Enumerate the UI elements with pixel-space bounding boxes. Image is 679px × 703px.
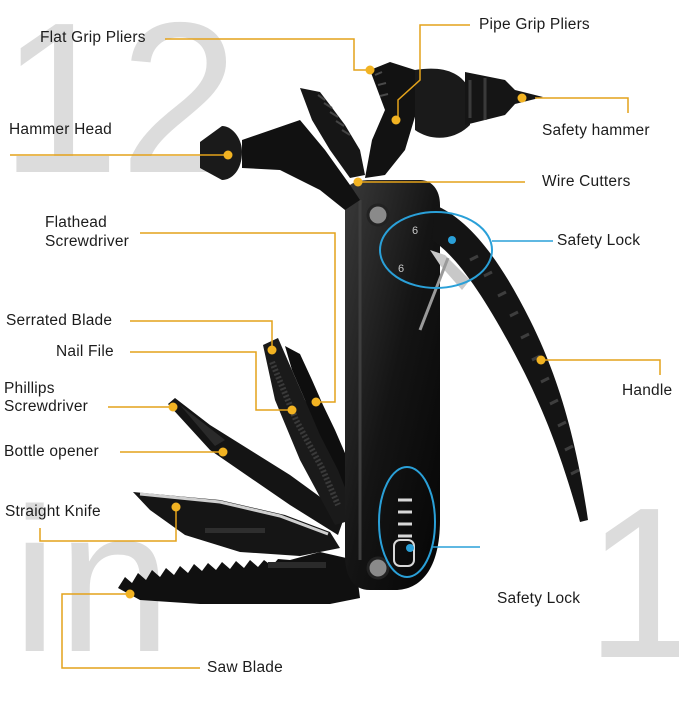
label-pipe-grip-pliers: Pipe Grip Pliers	[479, 16, 590, 33]
leader-lines	[10, 24, 661, 669]
hammer-head-shape	[200, 62, 543, 210]
leader-pipe-grip-pliers	[397, 24, 470, 120]
leader-safety-hammer	[535, 97, 629, 113]
pliers-handle-shape	[418, 205, 588, 522]
label-safety-lock-bottom: Safety Lock	[497, 590, 581, 607]
dot-straight-knife	[171, 502, 181, 512]
straight-knife-shape	[133, 492, 340, 556]
nail-file-shape	[263, 338, 352, 525]
dot-bottle-opener	[218, 447, 228, 457]
main-handle-shape: 6 6	[345, 180, 440, 590]
dot-serrated-blade	[267, 345, 277, 355]
phillips-bottle-opener-shape	[168, 398, 345, 535]
leader-serrated-blade	[130, 320, 273, 348]
label-flat-grip-pliers: Flat Grip Pliers	[40, 29, 146, 46]
dot-hammer-head	[223, 150, 233, 160]
dot-handle	[536, 355, 546, 365]
label-bottle-opener: Bottle opener	[4, 443, 99, 460]
label-hammer-head: Hammer Head	[9, 121, 112, 138]
dot-phillips	[168, 402, 178, 412]
dot-flathead	[311, 397, 321, 407]
label-flathead-line1: Flathead	[45, 214, 107, 231]
label-straight-knife: Straight Knife	[5, 503, 101, 520]
label-saw-blade: Saw Blade	[207, 659, 283, 676]
leader-nail-file	[130, 351, 292, 411]
leader-flathead	[140, 232, 336, 403]
dot-saw-blade	[125, 589, 135, 599]
background-number-12: 12	[0, 0, 240, 218]
label-nail-file: Nail File	[56, 343, 114, 360]
label-phillips-line2: Screwdriver	[4, 398, 89, 415]
dot-safety-hammer	[517, 93, 527, 103]
saw-blade-shape	[118, 552, 360, 604]
leader-handle	[540, 359, 661, 375]
svg-text:6: 6	[412, 225, 418, 237]
label-safety-lock-top: Safety Lock	[557, 232, 641, 249]
label-flathead-line2: Screwdriver	[45, 233, 130, 250]
dot-pipe-grip-pliers	[391, 115, 401, 125]
leader-straight-knife	[39, 507, 177, 542]
background-number-1: 1	[585, 462, 679, 703]
svg-text:6: 6	[398, 263, 404, 275]
label-handle: Handle	[622, 382, 673, 399]
dot-flat-grip-pliers	[365, 65, 375, 75]
label-wire-cutters: Wire Cutters	[542, 173, 631, 190]
multitool-illustration: 6 6	[10, 24, 661, 669]
leader-saw-blade	[61, 593, 200, 669]
label-serrated-blade: Serrated Blade	[6, 312, 113, 329]
label-safety-hammer: Safety hammer	[542, 122, 650, 139]
safety-lock-highlights	[378, 211, 553, 578]
dot-nail-file	[287, 405, 297, 415]
serrated-blade-shape	[285, 346, 350, 500]
leader-flat-grip-pliers	[165, 38, 370, 71]
callout-dots	[125, 65, 546, 599]
dot-wire-cutters	[353, 177, 363, 187]
label-phillips-line1: Phillips	[4, 380, 55, 397]
